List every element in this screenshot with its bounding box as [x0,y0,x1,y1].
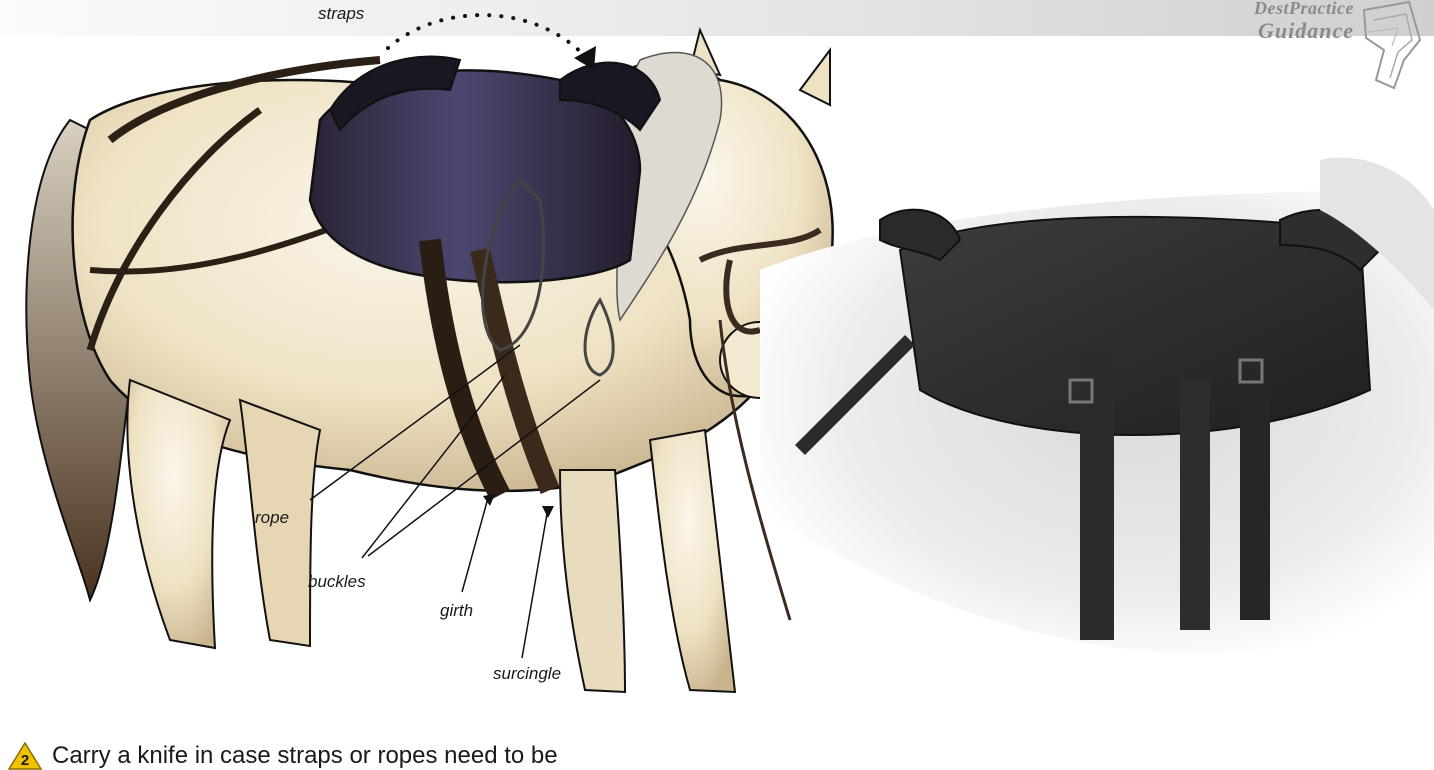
girth-arrowhead [483,494,495,506]
caption-text: Carry a knife in case straps or ropes ne… [52,742,558,770]
label-rope: rope [255,508,289,528]
brand-line-1: DestPractice [1254,0,1354,19]
label-buckles: buckles [308,572,366,592]
brand-logo: DestPractice Guidance [1194,0,1424,90]
warning-step-number: 2 [21,752,29,769]
photo-strap-2 [1180,380,1210,630]
photo-strap-3 [1240,390,1270,620]
front-leg-left [560,470,625,692]
label-girth: girth [440,601,473,621]
horse-head-logo-icon [1354,0,1424,90]
pack-saddle-photo [760,150,1434,690]
label-surcingle: surcingle [493,664,561,684]
photo-saddle-body [900,217,1370,435]
front-leg-right [650,430,735,692]
hind-leg-left [127,380,230,648]
label-straps: straps [318,4,364,24]
warning-step-icon: 2 [8,742,42,770]
straps-arrow-arc [388,15,590,62]
surcingle-leader [522,508,548,658]
horse-ear-2 [800,50,830,105]
brand-line-2: Guidance [1258,18,1354,44]
surcingle-arrowhead [542,506,554,518]
girth-leader [462,498,488,592]
photo-strap-1 [1080,350,1114,640]
